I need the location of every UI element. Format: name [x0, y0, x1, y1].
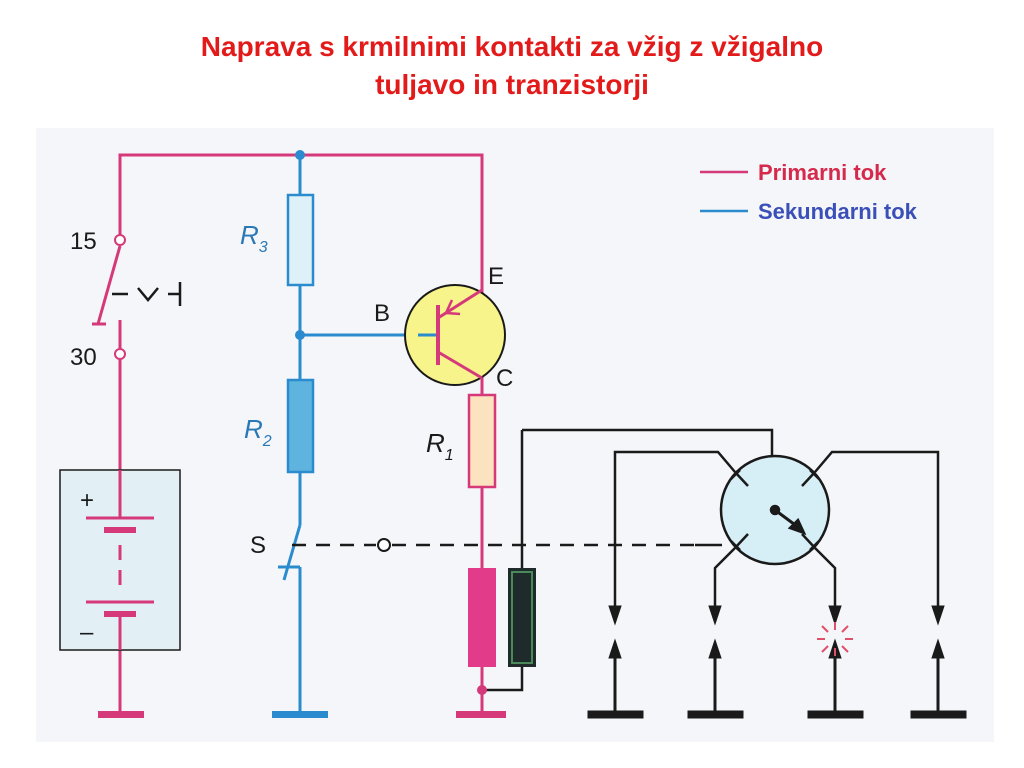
resistor-r3	[286, 193, 315, 287]
label-terminal-15: 15	[70, 228, 97, 255]
key-symbol	[112, 282, 182, 306]
label-battery-minus: –	[80, 619, 94, 646]
spark-plugs	[587, 605, 967, 719]
link-pivot	[377, 538, 391, 552]
control-wiring	[278, 155, 418, 712]
ground-coil	[456, 711, 506, 718]
label-battery-plus: +	[80, 487, 94, 514]
label-emitter: E	[488, 263, 504, 290]
resistor-r2	[286, 378, 315, 474]
label-r3: R3	[240, 220, 268, 256]
label-collector: C	[496, 365, 513, 392]
junction-top	[295, 150, 305, 160]
label-r1: R1	[426, 428, 454, 464]
legend-secondary-label: Sekundarni tok	[758, 199, 918, 224]
terminal-30-node	[114, 348, 126, 360]
resistor-r1	[467, 393, 497, 489]
title-line-1: Naprava s krmilnimi kontakti za vžig z v…	[200, 31, 824, 62]
legend: Primarni tok Sekundarni tok	[700, 160, 918, 224]
label-base: B	[374, 300, 390, 327]
battery	[59, 469, 181, 651]
page-title: Naprava s krmilnimi kontakti za vžig z v…	[0, 28, 1024, 104]
label-terminal-30: 30	[70, 344, 97, 371]
distributor	[522, 428, 940, 612]
label-switch: S	[250, 532, 266, 559]
legend-primary-label: Primarni tok	[758, 160, 887, 185]
junction-base	[295, 330, 305, 340]
spark-icon	[817, 622, 853, 656]
ground-battery	[98, 711, 144, 718]
label-r2: R2	[244, 414, 272, 450]
transistor	[404, 284, 506, 386]
ignition-coil	[468, 430, 536, 695]
ignition-switch	[92, 245, 122, 349]
title-line-2: tuljavo in tranzistorji	[375, 69, 649, 100]
ground-control	[272, 711, 328, 718]
terminal-15-node	[114, 234, 126, 246]
